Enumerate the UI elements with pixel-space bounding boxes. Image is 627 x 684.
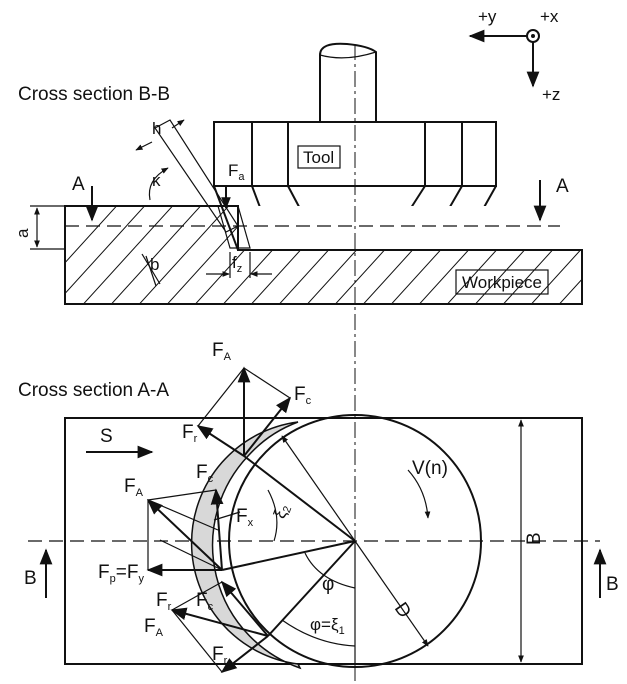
label-FA-bot: FA [144, 616, 164, 639]
label-V: V(n) [412, 458, 448, 479]
coordinate-axes: +y +x +z [468, 7, 560, 104]
force-diagram-mid: FA Fc Fx Fp=Fy Fr [98, 462, 254, 613]
feed-direction: S [86, 426, 154, 459]
tool-label: Tool [303, 148, 334, 167]
section-b-right: B [606, 574, 619, 595]
label-Fc-mid: Fc [196, 462, 214, 485]
section-b-left: B [24, 568, 37, 589]
label-fa: Fa [228, 161, 245, 183]
kappa-angle: κ [148, 167, 169, 201]
label-S: S [100, 426, 113, 447]
x-axis-dot-icon [531, 34, 535, 38]
section-a-left: A [72, 174, 85, 195]
label-Fr-top: Fr [182, 422, 198, 445]
dimension-b: b [141, 253, 161, 287]
phi-xi-arc [281, 619, 356, 647]
label-xi2: ξ2 [270, 502, 294, 522]
label-kappa: κ [152, 171, 161, 190]
workpiece-bb: Workpiece [64, 205, 583, 305]
label-Fr-bot: Fr [212, 644, 228, 667]
chip-crescent [190, 421, 302, 670]
section-title-bb: Cross section B-B [18, 84, 170, 105]
workpiece-hatching [65, 206, 582, 304]
axis-label-x: +x [540, 7, 559, 26]
label-fz: fz [232, 253, 242, 275]
tool-shank [319, 42, 377, 122]
label-Fc-bot: Fc [196, 590, 214, 613]
label-Fr-mid: Fr [156, 590, 172, 613]
label-Fp-Fy: Fp=Fy [98, 562, 144, 585]
label-h: h [152, 119, 161, 138]
label-FA-top: FA [212, 340, 232, 363]
axis-label-y: +y [478, 7, 497, 26]
dimension-B: B [518, 419, 545, 663]
tool-label-box [297, 145, 341, 169]
dimension-fz: fz [206, 252, 272, 278]
force-fa: Fa [221, 161, 245, 210]
dimension-h: h [135, 119, 185, 151]
label-B: B [524, 532, 545, 545]
label-D: D [390, 599, 415, 622]
section-a-right: A [556, 176, 569, 197]
section-marker-b: B B [24, 548, 619, 598]
dimension-a: a [13, 205, 65, 250]
force-diagram-top: FA Fc Fr [182, 340, 312, 457]
workpiece-label: Workpiece [462, 273, 542, 292]
label-b-small: b [150, 255, 159, 274]
section-title-aa: Cross section A-A [18, 380, 169, 401]
label-phi-xi: φ=ξ1 [310, 615, 345, 637]
label-phi: φ [322, 574, 334, 595]
cutter-circle [228, 414, 482, 668]
label-a: a [13, 228, 32, 238]
label-Fx: Fx [236, 506, 254, 529]
label-Fc-top: Fc [294, 384, 312, 407]
workpiece-label-box [455, 269, 549, 295]
section-marker-a: A A [65, 174, 569, 227]
rotation-direction: V(n) [407, 458, 448, 519]
phi-arc [304, 552, 356, 589]
xi2-arc [267, 489, 278, 542]
axis-label-z: +z [542, 85, 560, 104]
force-diagram-bottom: Fc FA Fr [144, 580, 269, 673]
label-FA-mid: FA [124, 476, 144, 499]
engagement-radii: ξ2 φ φ=ξ1 [221, 455, 356, 664]
x-axis-out-icon [526, 29, 540, 43]
